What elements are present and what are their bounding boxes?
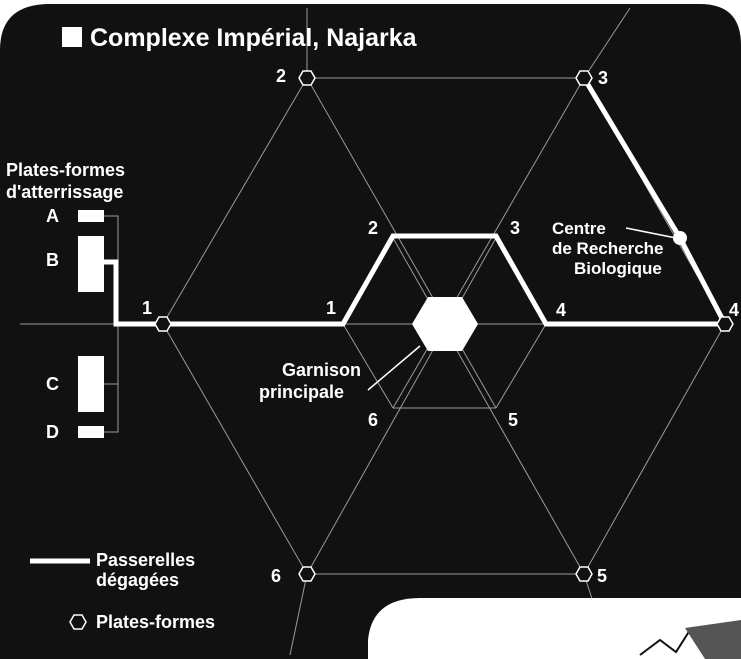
research-label-line3: Biologique	[574, 259, 662, 278]
garrison-label-line2: principale	[259, 382, 344, 402]
main-garrison-hexagon[interactable]	[412, 297, 478, 351]
platform-outer-3[interactable]	[575, 70, 593, 86]
inner-node-4: 4	[556, 300, 566, 320]
inner-node-3: 3	[510, 218, 520, 238]
legend-platforms-label: Plates-formes	[96, 612, 215, 632]
landing-heading-line1: Plates-formes	[6, 160, 125, 180]
pad-label-b: B	[46, 250, 59, 270]
page-title: Complexe Impérial, Najarka	[90, 24, 418, 52]
research-centre-marker[interactable]	[673, 231, 687, 245]
outer-node-3: 3	[598, 68, 608, 88]
platform-outer-5[interactable]	[575, 566, 593, 582]
pad-label-d: D	[46, 422, 59, 442]
legend-platform-hexagon-icon	[69, 614, 87, 630]
outer-node-1: 1	[142, 298, 152, 318]
outer-node-6: 6	[271, 566, 281, 586]
platform-markers	[154, 70, 734, 582]
pad-label-a: A	[46, 206, 59, 226]
pad-label-c: C	[46, 374, 59, 394]
outer-node-5: 5	[597, 566, 607, 586]
inner-node-6: 6	[368, 410, 378, 430]
landing-heading-line2: d'atterrissage	[6, 182, 123, 202]
landing-pad-b[interactable]	[78, 236, 104, 292]
outer-node-4: 4	[729, 300, 739, 320]
platform-outer-2[interactable]	[298, 70, 316, 86]
landing-pad-d[interactable]	[78, 426, 104, 438]
inset-hatched-shape	[685, 620, 741, 659]
garrison-label-line1: Garnison	[282, 360, 361, 380]
inner-node-5: 5	[508, 410, 518, 430]
title-square-icon	[62, 27, 82, 47]
research-label-line2: de Recherche	[552, 239, 664, 258]
platform-outer-1[interactable]	[154, 316, 172, 332]
landing-pads	[78, 210, 104, 438]
landing-pad-a[interactable]	[78, 210, 104, 222]
landing-pad-c[interactable]	[78, 356, 104, 412]
map-background	[0, 4, 741, 659]
inner-node-1: 1	[326, 298, 336, 318]
research-pointer	[625, 227, 677, 239]
inner-node-2: 2	[368, 218, 378, 238]
cleared-walkway-route	[104, 76, 730, 327]
research-label-line1: Centre	[552, 219, 606, 238]
inset-sketch-line	[639, 629, 691, 656]
legend-walkways-line2: dégagées	[96, 570, 179, 590]
inset-panel	[368, 598, 741, 659]
platform-outer-4[interactable]	[716, 316, 734, 332]
outer-node-2: 2	[276, 66, 286, 86]
legend-walkways-line1: Passerelles	[96, 550, 195, 570]
garrison-pointer	[367, 345, 421, 391]
platform-outer-6[interactable]	[298, 566, 316, 582]
